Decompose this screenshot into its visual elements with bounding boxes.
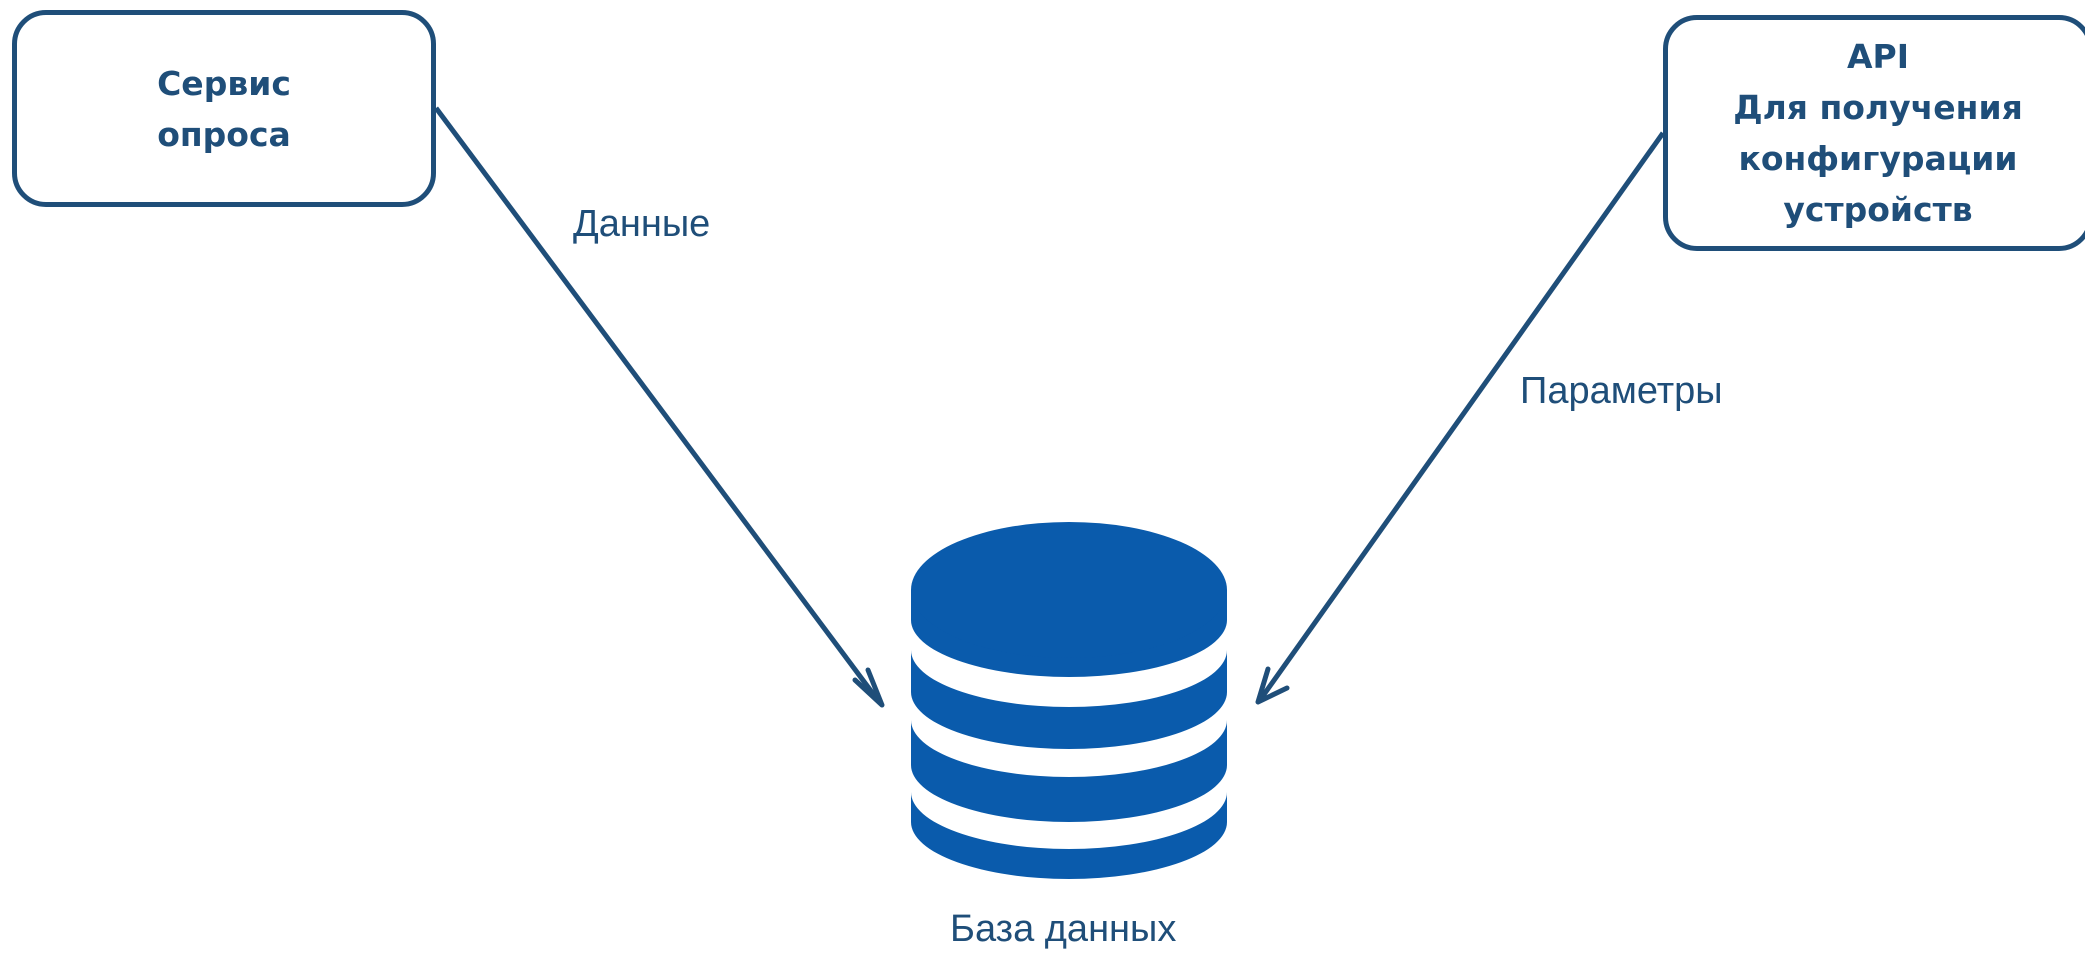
config-api-line: API	[1846, 37, 1909, 76]
database-icon	[911, 522, 1227, 879]
arrow-data-head	[852, 667, 885, 708]
config-api-node: API Для получения конфигурации устройств	[1663, 15, 2085, 251]
config-api-line: устройств	[1783, 190, 1973, 229]
survey-service-label: Сервис опроса	[157, 58, 291, 160]
edge-label-params: Параметры	[1520, 370, 1723, 412]
arrow-params-head	[1255, 666, 1290, 705]
arrow-data	[433, 106, 883, 705]
survey-service-line: опроса	[157, 114, 291, 154]
config-api-label: API Для получения конфигурации устройств	[1733, 31, 2023, 235]
survey-service-node: Сервис опроса	[12, 10, 436, 207]
survey-service-line: Сервис	[157, 63, 291, 103]
arrow-params	[1257, 131, 1666, 702]
edge-label-data: Данные	[573, 203, 711, 245]
config-api-line: конфигурации	[1738, 139, 2018, 178]
config-api-line: Для получения	[1733, 88, 2023, 127]
database-label: База данных	[950, 908, 1177, 950]
